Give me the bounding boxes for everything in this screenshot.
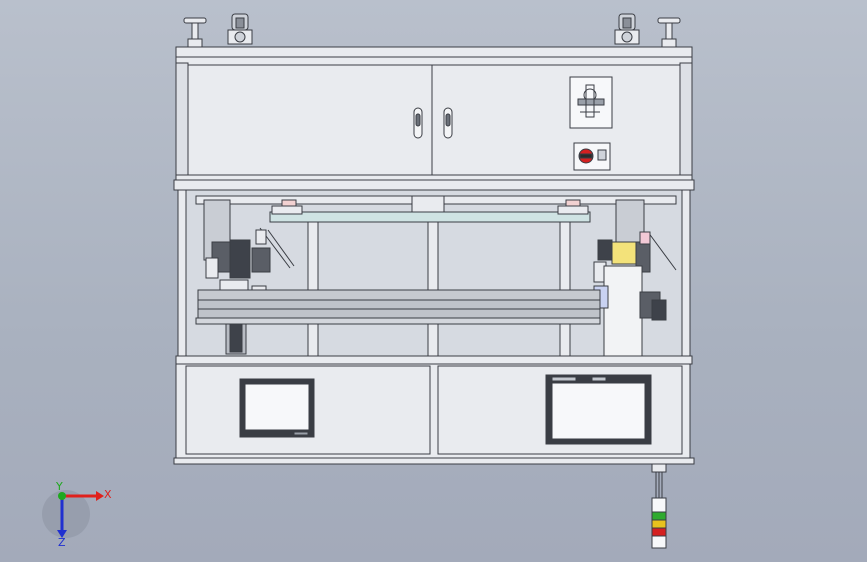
signal-lamp-green: [651, 511, 667, 521]
upper-cabinet-side-left: [175, 62, 189, 176]
triad-origin-shadow: [42, 490, 90, 538]
mid-rail: [173, 179, 695, 191]
hmi-monitor-right[interactable]: [545, 374, 652, 445]
lower-rail: [175, 355, 693, 365]
hmi-monitor-left[interactable]: [239, 378, 315, 438]
linear-module-lower: [195, 317, 601, 325]
cabinet-door-left: [187, 64, 433, 176]
crossbar-center-block: [411, 195, 445, 213]
triad-z-label: Z: [58, 536, 66, 549]
crossbar-clamp-left: [271, 199, 303, 215]
triad-x-arrow: [96, 491, 104, 501]
triad-z-arrow: [57, 530, 67, 538]
warning-label-plate: [569, 76, 613, 129]
triad-y-label: Y: [55, 480, 63, 493]
actuator-head-right: [593, 231, 677, 357]
signal-lamp-red: [651, 527, 667, 537]
signal-lamp-yellow: [651, 519, 667, 529]
top-rail: [175, 46, 693, 58]
machine-assembly: [173, 13, 695, 549]
door-handle-left: [413, 107, 423, 139]
upper-cabinet-side-right: [679, 62, 693, 176]
caster-top-right: [614, 13, 640, 45]
door-handle-right: [443, 107, 453, 139]
main-disconnect-switch[interactable]: [573, 142, 611, 171]
triad-y-axis-end: [58, 492, 66, 500]
leveling-foot-top-right: [657, 17, 681, 48]
gantry-crossbar: [269, 211, 591, 223]
frame-post-right: [681, 189, 691, 359]
coordinate-triad: X Y Z: [42, 480, 112, 549]
leveling-foot-top-left: [183, 17, 207, 48]
caster-top-left: [227, 13, 253, 45]
frame-post-left: [177, 189, 187, 359]
triad-x-label: X: [104, 488, 112, 501]
signal-tower: [651, 463, 667, 549]
linear-module-rail: [197, 289, 601, 301]
base-rail: [173, 457, 695, 465]
cabinet-door-right: [431, 64, 681, 176]
crossbar-clamp-right: [557, 199, 589, 215]
